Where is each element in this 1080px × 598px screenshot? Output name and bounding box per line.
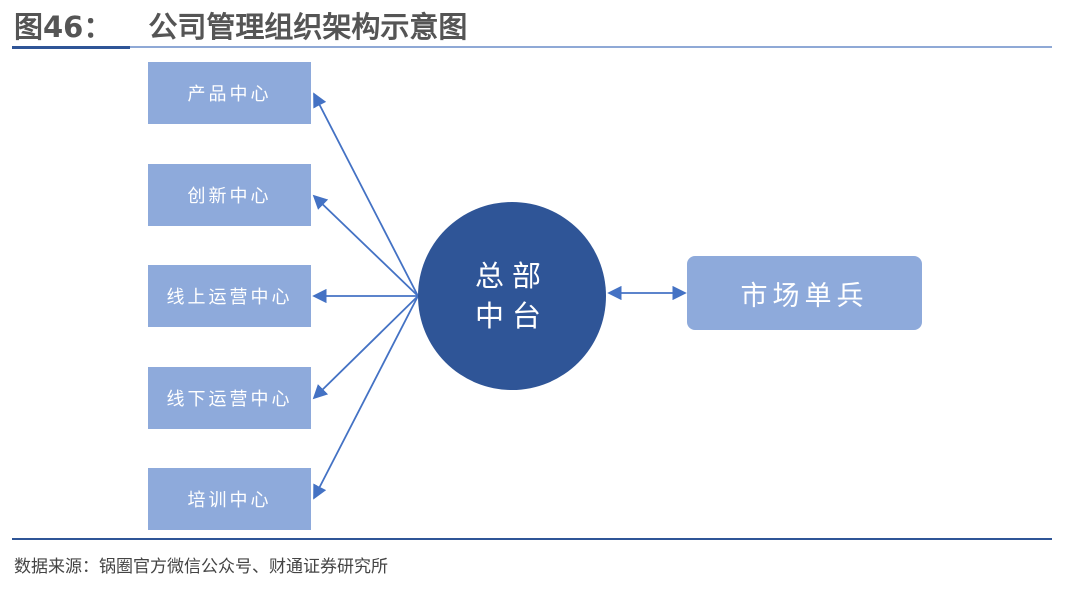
node-product-center: 产品中心: [148, 62, 311, 124]
node-offline-ops-center: 线下运营中心: [148, 367, 311, 429]
figure-title: 图46： 公司管理组织架构示意图: [14, 4, 467, 46]
node-online-ops-center: 线上运营中心: [148, 265, 311, 327]
arrow-to-node-4: [312, 295, 419, 400]
figure-title-text: 公司管理组织架构示意图: [148, 10, 468, 44]
center-line-1: 总部: [474, 259, 549, 293]
arrow-to-node-2: [312, 194, 419, 297]
center-line-2: 中台: [474, 299, 549, 333]
node-training-center: 培训中心: [148, 468, 311, 530]
arrow-to-node-5: [313, 295, 419, 500]
source-note: 数据来源：锅圈官方微信公众号、财通证券研究所: [14, 557, 388, 577]
center-node-hq: 总部 中台: [418, 202, 606, 390]
footer-divider: [12, 538, 1052, 540]
node-innovation-center: 创新中心: [148, 164, 311, 226]
node-market-unit: 市场单兵: [687, 256, 922, 330]
title-divider-accent: [12, 46, 130, 49]
title-divider: [12, 46, 1052, 48]
figure-number: 图46：: [14, 10, 113, 44]
arrow-to-node-1: [313, 92, 419, 297]
